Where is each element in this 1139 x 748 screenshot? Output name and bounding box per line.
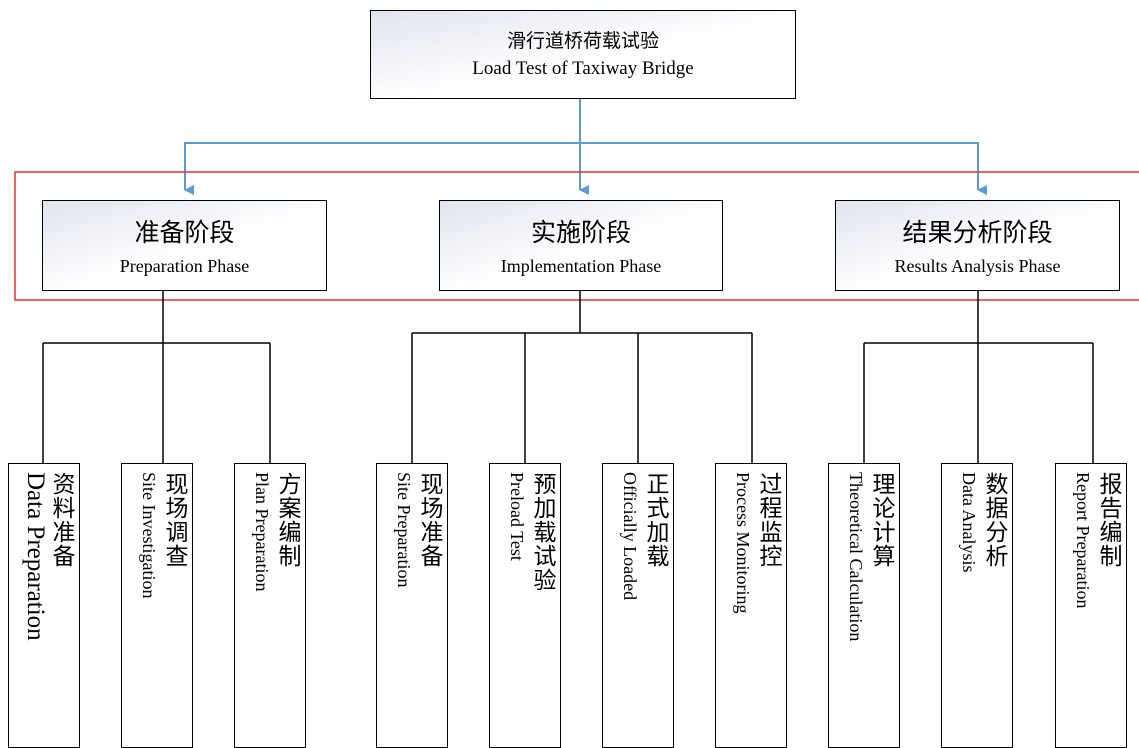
phase-label-zh: 实施阶段 — [530, 220, 631, 247]
phase-label-en: Preparation Phase — [119, 256, 250, 276]
task-label-zh: 数据分析 — [982, 472, 1007, 568]
task-data-preparation: Data Preparation 资料准备 — [8, 463, 80, 748]
phase-highlight-frame — [14, 171, 1139, 301]
task-label-en: Site Preparation — [394, 472, 414, 588]
task-label-zh: 理论计算 — [869, 472, 894, 568]
task-label-en: Report Preparation — [1073, 472, 1093, 609]
task-theoretical-calculation: Theoretical Calculation 理论计算 — [828, 463, 900, 748]
task-label-zh: 报告编制 — [1096, 472, 1121, 568]
task-site-investigation: Site Investigation 现场调查 — [121, 463, 193, 748]
task-label-zh: 现场调查 — [162, 472, 187, 568]
task-label-en: Theoretical Calculation — [846, 472, 866, 642]
phase-preparation: 准备阶段 Preparation Phase — [42, 200, 327, 291]
phase-label-zh: 结果分析阶段 — [902, 220, 1053, 247]
task-process-monitoring: Process Monitoring 过程监控 — [715, 463, 787, 748]
phase-label-en: Results Analysis Phase — [894, 256, 1061, 276]
task-label-en: Process Monitoring — [733, 472, 753, 614]
arrow-bar — [184, 142, 979, 190]
phase-implementation: 实施阶段 Implementation Phase — [439, 200, 723, 291]
task-label-en: Plan Preparation — [252, 472, 272, 592]
task-label-en: Data Analysis — [959, 472, 979, 573]
task-connectors — [42, 290, 1094, 463]
task-officially-loaded: Officially Loaded 正式加载 — [602, 463, 674, 748]
task-label-en: Preload Test — [507, 472, 527, 561]
task-label-zh: 方案编制 — [275, 472, 300, 568]
task-label-en: Officially Loaded — [620, 472, 640, 601]
task-report-preparation: Report Preparation 报告编制 — [1055, 463, 1127, 748]
task-label-zh: 预加载试验 — [530, 472, 555, 592]
phase-label-zh: 准备阶段 — [134, 220, 235, 247]
task-preload-test: Preload Test 预加载试验 — [489, 463, 561, 748]
phase-results-analysis: 结果分析阶段 Results Analysis Phase — [835, 200, 1120, 291]
task-label-zh: 过程监控 — [756, 472, 781, 568]
task-plan-preparation: Plan Preparation 方案编制 — [234, 463, 306, 748]
task-data-analysis: Data Analysis 数据分析 — [941, 463, 1013, 748]
task-label-zh: 现场准备 — [417, 472, 442, 568]
phase-arrows — [184, 98, 987, 195]
task-label-zh: 正式加载 — [643, 472, 668, 568]
task-label-en: Data Preparation — [22, 472, 49, 641]
task-label-en: Site Investigation — [139, 472, 159, 599]
task-site-preparation: Site Preparation 现场准备 — [376, 463, 448, 748]
phase-label-en: Implementation Phase — [500, 256, 662, 276]
root-title-en: Load Test of Taxiway Bridge — [472, 58, 694, 79]
root-title-zh: 滑行道桥荷载试验 — [506, 31, 659, 52]
root-node: 滑行道桥荷载试验 Load Test of Taxiway Bridge — [370, 10, 796, 99]
task-label-zh: 资料准备 — [49, 472, 74, 568]
